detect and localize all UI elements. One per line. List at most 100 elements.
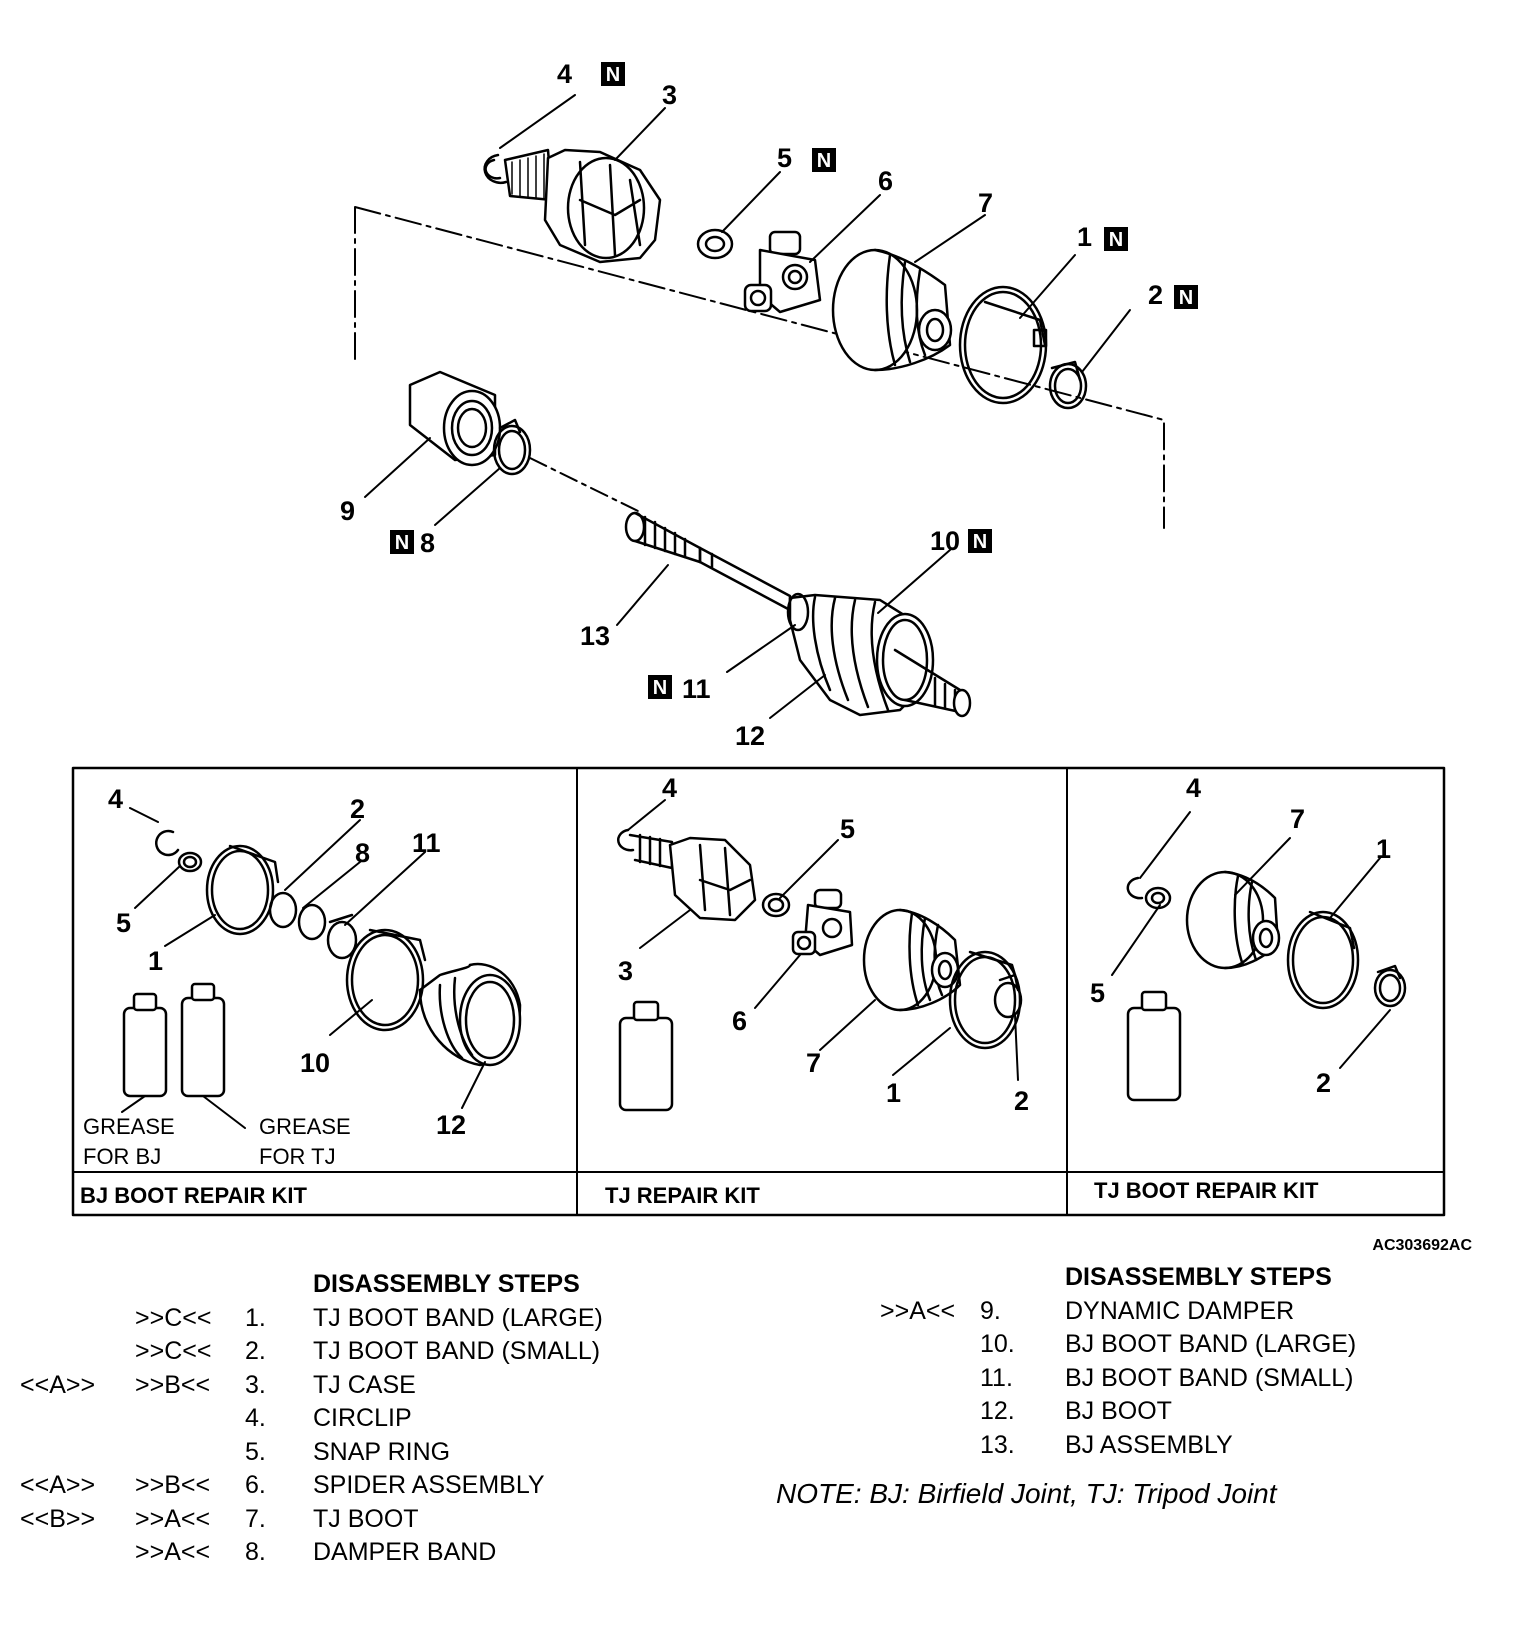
svg-text:6: 6 [732, 1006, 747, 1036]
step-row: 4. CIRCLIP [20, 1402, 660, 1436]
svg-text:1: 1 [886, 1078, 901, 1108]
step-row: 12.BJ BOOT [880, 1395, 1520, 1429]
step-name: BJ ASSEMBLY [1065, 1430, 1233, 1459]
main-leader-lines [364, 94, 1131, 719]
bj-assembly-shaft-part [624, 511, 792, 612]
step-num: 13. [980, 1430, 1015, 1459]
tj-boot-band-small-part [1048, 360, 1088, 410]
tj-boot-kit-callouts: 4 7 1 5 2 TJ BOOT REPAIR KIT [1090, 773, 1391, 1203]
svg-text:TJ BOOT REPAIR KIT: TJ BOOT REPAIR KIT [1094, 1178, 1319, 1203]
callout-7: 7 [978, 188, 993, 218]
step-inst: <<B>> [20, 1504, 96, 1533]
tj-boot-kit-parts [1111, 811, 1407, 1102]
step-num: 5. [245, 1437, 266, 1466]
step-num: 10. [980, 1330, 1015, 1358]
bj-kit-callouts: 4 2 8 11 5 1 10 12 GREASE FOR BJ GREASE … [80, 784, 466, 1208]
svg-text:1: 1 [1077, 222, 1092, 252]
step-row: 5.SNAP RING [20, 1436, 660, 1470]
step-row: >>A<<9.DYNAMIC DAMPER [880, 1295, 1520, 1329]
step-name: BJ BOOT BAND (LARGE) [1065, 1330, 1357, 1358]
svg-text:8: 8 [355, 838, 370, 868]
step-dis: >>B<< [135, 1370, 211, 1399]
svg-text:2: 2 [1148, 280, 1163, 310]
tj-boot-band-large-part [958, 285, 1048, 405]
figure-id: AC303692AC [1372, 1237, 1472, 1254]
step-name: TJ BOOT [313, 1504, 419, 1533]
assembly-dash-outline [354, 206, 1165, 529]
callout-11: N 11 [648, 674, 711, 704]
callout-6: 6 [878, 166, 893, 196]
step-row: >>A<<8.DAMPER BAND [20, 1536, 660, 1570]
svg-text:4: 4 [662, 773, 677, 803]
step-row: 11.BJ BOOT BAND (SMALL) [880, 1362, 1520, 1396]
callout-10: 10 N [930, 526, 992, 556]
svg-text:12: 12 [436, 1110, 466, 1140]
svg-text:N: N [973, 531, 987, 553]
svg-text:4: 4 [557, 59, 572, 89]
svg-text:4: 4 [108, 784, 123, 814]
step-row: >>C<<2.TJ BOOT BAND (SMALL) [20, 1335, 660, 1369]
callout-9: 9 [340, 496, 355, 526]
svg-text:5: 5 [116, 908, 131, 938]
svg-text:N: N [1109, 229, 1123, 251]
svg-text:FOR TJ: FOR TJ [259, 1144, 336, 1169]
step-num: 8. [245, 1538, 266, 1566]
step-num: 11. [980, 1363, 1013, 1392]
svg-text:2: 2 [1316, 1068, 1331, 1098]
step-dis: >>C<< [135, 1337, 212, 1365]
step-num: 2. [245, 1337, 266, 1365]
step-name: CIRCLIP [313, 1404, 412, 1432]
svg-text:3: 3 [618, 956, 633, 986]
spider-assembly-part [743, 230, 822, 314]
step-dis: >>A<< [880, 1296, 956, 1325]
kit-panel-frame [71, 766, 1446, 1217]
svg-text:11: 11 [412, 828, 441, 858]
svg-text:BJ BOOT REPAIR KIT: BJ BOOT REPAIR KIT [80, 1183, 308, 1208]
svg-text:10: 10 [930, 526, 960, 556]
damper-band-part [492, 418, 532, 476]
bj-boot-and-joint-part [786, 592, 972, 718]
tj-case-part [503, 148, 662, 264]
tj-boot-part [831, 248, 953, 372]
svg-text:5: 5 [840, 814, 855, 844]
main-callouts: 4 N 3 5 N 6 7 1 N 2 N 9 N 8 10 [340, 59, 1198, 751]
step-num: 7. [245, 1504, 266, 1533]
svg-text:4: 4 [1186, 773, 1201, 803]
svg-text:5: 5 [1090, 978, 1105, 1008]
svg-text:7: 7 [806, 1048, 821, 1078]
svg-text:GREASE: GREASE [83, 1114, 175, 1139]
svg-text:2: 2 [1014, 1086, 1029, 1116]
step-name: TJ CASE [313, 1370, 416, 1399]
step-dis: >>C<< [135, 1303, 212, 1332]
step-name: DYNAMIC DAMPER [1065, 1296, 1295, 1325]
step-name: TJ BOOT BAND (LARGE) [313, 1303, 603, 1332]
tj-kit-callouts: 4 5 3 6 7 1 2 TJ REPAIR KIT [605, 773, 1029, 1208]
step-row: <<B>>>>A<<7.TJ BOOT [20, 1503, 660, 1537]
svg-text:1: 1 [148, 946, 163, 976]
svg-text:7: 7 [1290, 804, 1305, 834]
circlip-part [483, 153, 508, 185]
svg-text:1: 1 [1376, 834, 1391, 864]
step-num: 4. [245, 1404, 266, 1432]
snap-ring-part [696, 228, 734, 260]
callout-1: 1 N [1077, 222, 1128, 252]
callout-12: 12 [735, 721, 765, 751]
svg-text:N: N [395, 532, 409, 554]
step-inst: <<A>> [20, 1370, 96, 1399]
steps-right-header: DISASSEMBLY STEPS [1065, 1263, 1332, 1291]
callout-4: 4 N [557, 59, 625, 89]
svg-text:8: 8 [420, 528, 435, 558]
bj-kit-parts [121, 807, 522, 1129]
step-row: <<A>>>>B<<3.TJ CASE [20, 1369, 660, 1403]
svg-text:11: 11 [682, 674, 711, 704]
step-row: 10. BJ BOOT BAND (LARGE) [880, 1328, 1520, 1362]
step-row: >>C<<1.TJ BOOT BAND (LARGE) [20, 1302, 660, 1336]
svg-text:GREASE: GREASE [259, 1114, 351, 1139]
callout-3: 3 [662, 80, 677, 110]
svg-text:TJ REPAIR KIT: TJ REPAIR KIT [605, 1183, 760, 1208]
callout-8: N 8 [390, 528, 435, 558]
step-dis: >>A<< [135, 1538, 211, 1566]
step-num: 12. [980, 1397, 1015, 1425]
